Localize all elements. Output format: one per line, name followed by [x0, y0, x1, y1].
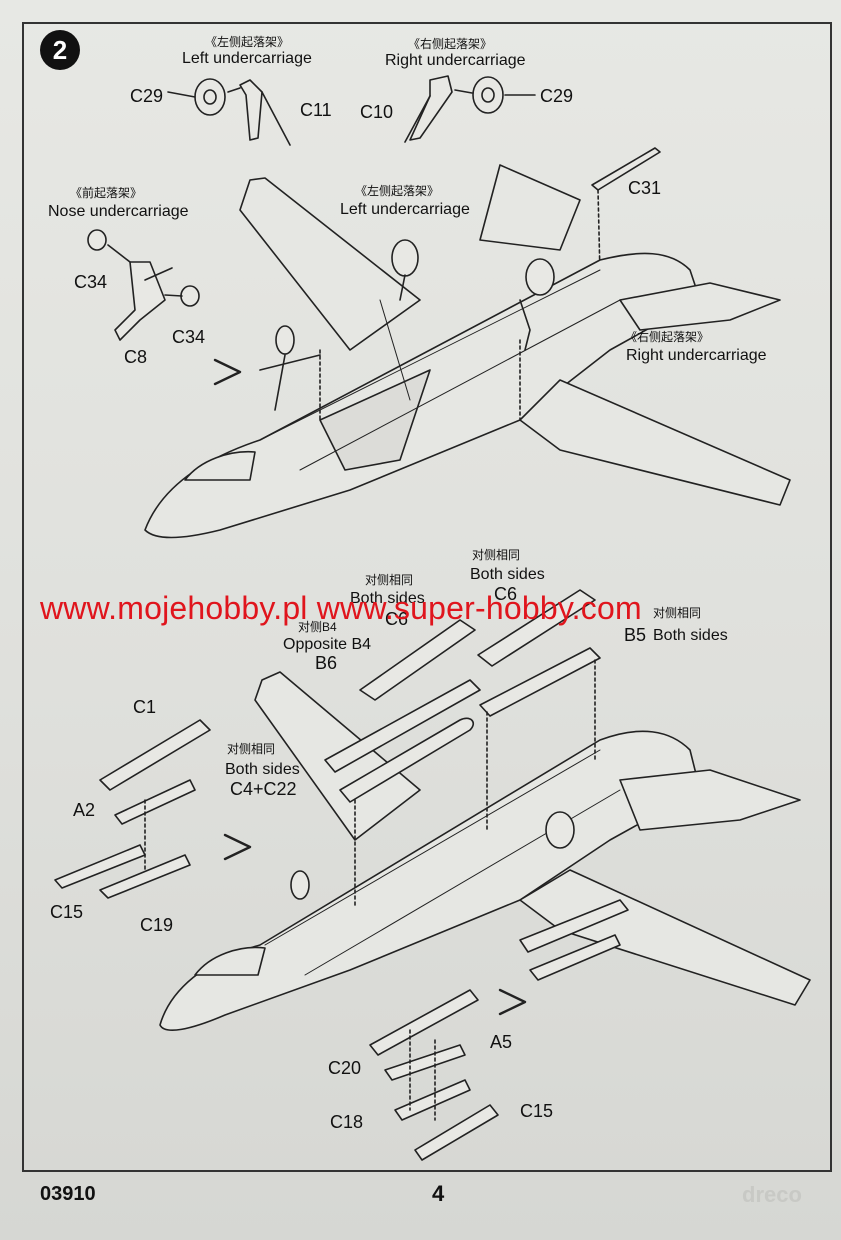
both-sides-b5-label: Both sides [653, 627, 728, 644]
left-undercarriage-top-label: Left undercarriage [182, 50, 312, 67]
nose-undercarriage-parts [87, 229, 200, 341]
both-sides-c6-cn: 对侧相同 [472, 548, 521, 562]
part-b5: B5 [624, 625, 647, 645]
step-number-badge: 2 [40, 30, 80, 70]
part-a5: A5 [490, 1032, 513, 1052]
watermark-text: www.mojehobby.pl www.super-hobby.com [40, 590, 642, 626]
part-c34-b: C34 [172, 327, 206, 347]
both-sides-b5-cn: 对侧相同 [653, 606, 702, 620]
part-a2: A2 [73, 800, 96, 820]
both-sides-c4-cn: 对侧相同 [227, 742, 276, 756]
part-c29-left: C29 [130, 86, 164, 106]
part-c11: C11 [300, 100, 332, 120]
part-c6-a: C6 [494, 584, 518, 604]
brand-logo: dreco [742, 1182, 802, 1207]
left-undercarriage-mid-label: Left undercarriage [340, 201, 470, 218]
right-undercarriage-mid-label: Right undercarriage [626, 347, 767, 364]
part-c8: C8 [124, 347, 148, 367]
left-undercarriage-mid-cn: 《左侧起落架》 [355, 184, 440, 198]
step-number: 2 [52, 34, 68, 65]
right-undercarriage-top-label: Right undercarriage [385, 52, 526, 69]
part-c29-right: C29 [540, 86, 574, 106]
both-sides-c6b-cn: 对侧相同 [365, 573, 414, 587]
both-sides-c6b-label: Both sides [350, 590, 425, 607]
part-c19: C19 [140, 915, 174, 935]
page-frame [22, 22, 832, 1172]
part-c34-a: C34 [74, 272, 108, 292]
right-undercarriage-mid-cn: 《右侧起落架》 [625, 330, 710, 344]
part-c31: C31 [628, 178, 662, 198]
part-c4-c22: C4+C22 [230, 779, 297, 799]
part-c15-bottom: C15 [520, 1101, 554, 1121]
lower-aircraft-drawing [54, 589, 811, 1161]
opposite-b4-cn: 对侧B4 [298, 620, 337, 634]
part-c15-left: C15 [50, 902, 84, 922]
right-undercarriage-parts [404, 75, 536, 143]
nose-undercarriage-cn: 《前起落架》 [70, 186, 143, 200]
both-sides-c6-label: Both sides [470, 566, 545, 583]
part-c6-b: C6 [385, 609, 409, 629]
part-c20: C20 [328, 1058, 362, 1078]
left-undercarriage-top-cn: 《左侧起落架》 [205, 35, 290, 49]
part-c18: C18 [330, 1112, 364, 1132]
part-c1: C1 [133, 697, 157, 717]
left-undercarriage-parts [167, 78, 291, 146]
c31-part [591, 147, 661, 276]
part-c10: C10 [360, 102, 394, 122]
both-sides-c4-label: Both sides [225, 761, 300, 778]
upper-aircraft-drawing [144, 164, 791, 539]
page-number: 4 [432, 1181, 445, 1206]
right-undercarriage-top-cn: 《右侧起落架》 [408, 37, 493, 51]
part-b6: B6 [315, 653, 338, 673]
opposite-b4-label: Opposite B4 [283, 636, 372, 653]
product-code: 03910 [40, 1183, 96, 1205]
nose-undercarriage-label: Nose undercarriage [48, 203, 189, 220]
